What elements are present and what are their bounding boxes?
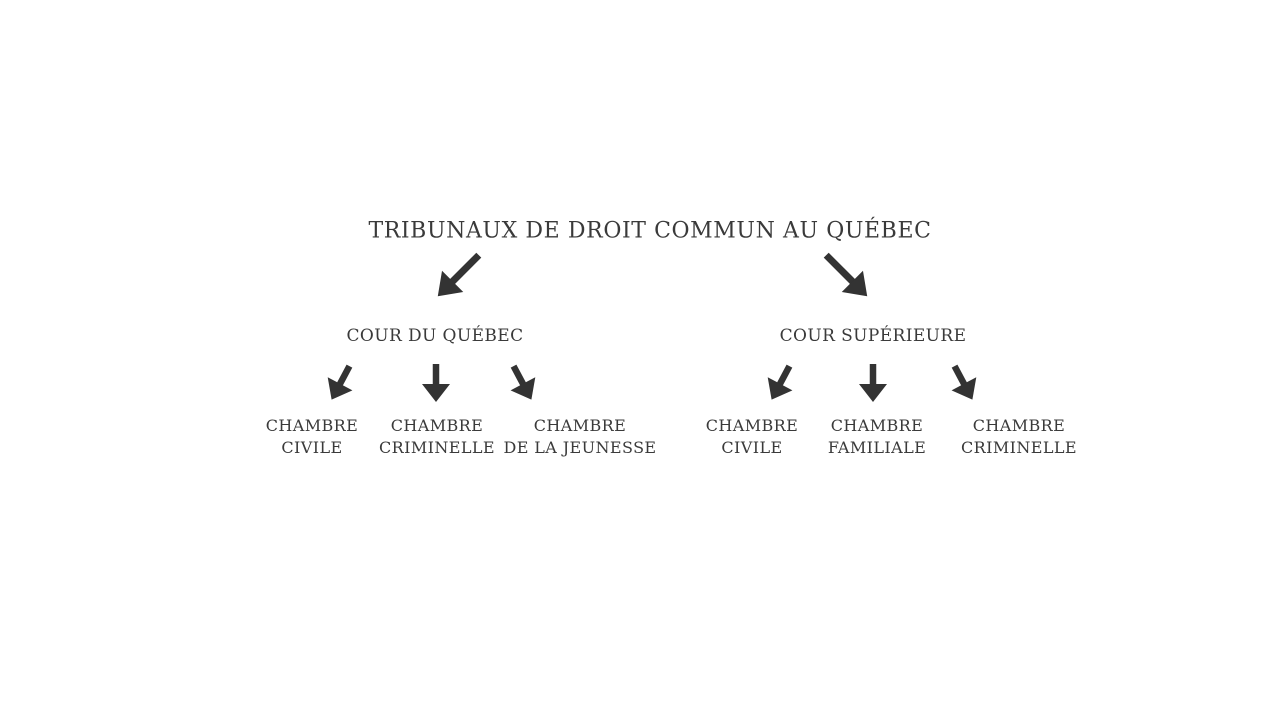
leaf-chambre-de-la-jeunesse: CHAMBRE DE LA JEUNESSE <box>503 415 656 459</box>
arrow-down-left-icon <box>767 364 793 400</box>
leaf-line: CHAMBRE <box>972 416 1066 435</box>
branch-label-cour-du-quebec: COUR DU QUÉBEC <box>346 326 524 346</box>
arrow-down-left-icon <box>327 364 353 400</box>
leaf-chambre-criminelle-left: CHAMBRE CRIMINELLE <box>379 415 495 459</box>
arrow-down-right-icon <box>510 364 536 400</box>
leaf-line: CHAMBRE <box>533 416 627 435</box>
arrow-down-icon <box>859 364 887 402</box>
leaf-line: CRIMINELLE <box>961 438 1077 457</box>
leaf-chambre-familiale: CHAMBRE FAMILIALE <box>828 415 926 459</box>
leaf-chambre-criminelle-right: CHAMBRE CRIMINELLE <box>961 415 1077 459</box>
leaf-line: CIVILE <box>281 438 343 457</box>
arrow-down-right-icon <box>823 252 868 297</box>
leaf-line: CHAMBRE <box>390 416 484 435</box>
arrow-down-icon <box>422 364 450 402</box>
leaf-chambre-civile-left: CHAMBRE CIVILE <box>266 415 358 459</box>
leaf-line: CHAMBRE <box>705 416 799 435</box>
leaf-line: CRIMINELLE <box>379 438 495 457</box>
leaf-line: CHAMBRE <box>265 416 359 435</box>
leaf-line: FAMILIALE <box>827 438 927 457</box>
leaf-chambre-civile-right: CHAMBRE CIVILE <box>706 415 798 459</box>
leaf-line: CHAMBRE <box>830 416 924 435</box>
leaf-line: DE LA JEUNESSE <box>503 438 657 457</box>
branch-label-cour-superieure: COUR SUPÉRIEURE <box>779 326 967 346</box>
arrow-down-right-icon <box>951 364 977 400</box>
diagram-title: TRIBUNAUX DE DROIT COMMUN AU QUÉBEC <box>368 218 932 244</box>
arrow-down-left-icon <box>437 252 482 297</box>
leaf-line: CIVILE <box>721 438 783 457</box>
